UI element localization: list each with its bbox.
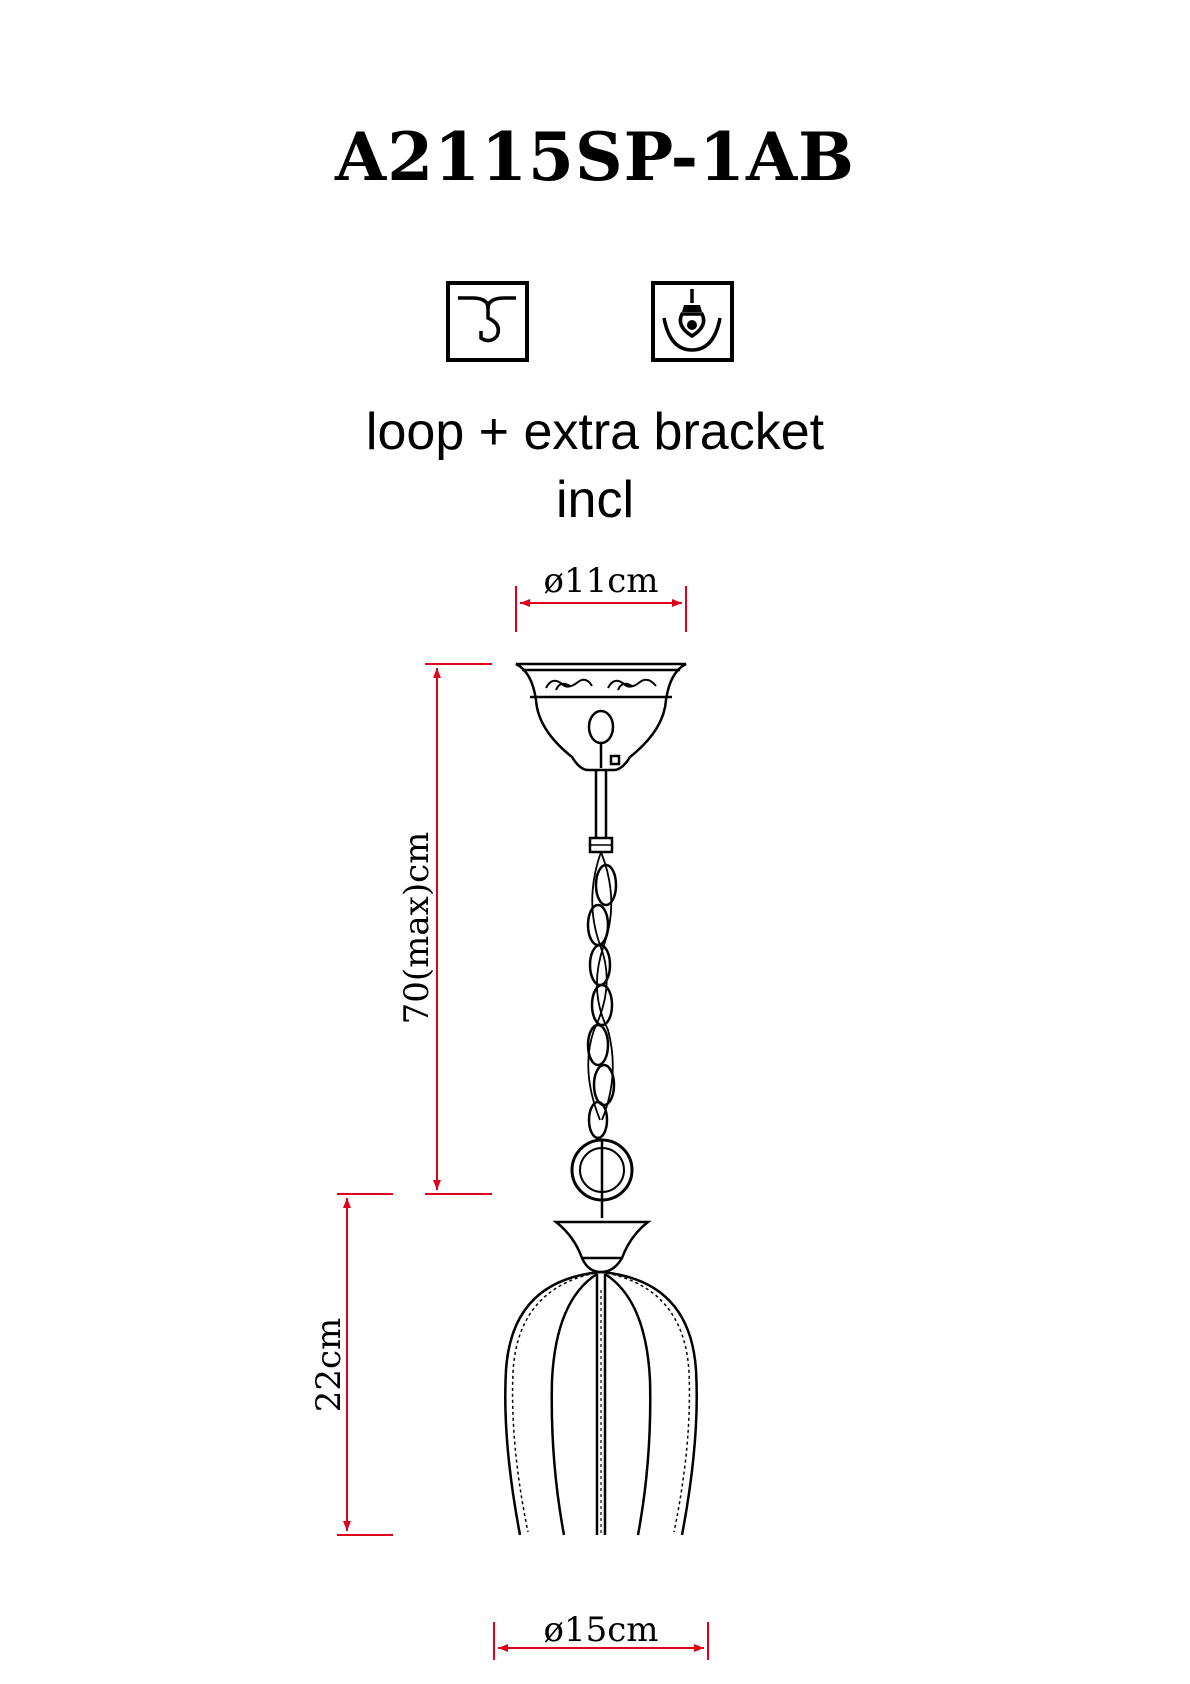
canopy-diameter-dimension: ø11cm <box>515 561 687 632</box>
ceiling-hook-icon <box>446 281 529 362</box>
shade-diameter-label: ø15cm <box>543 1610 658 1650</box>
suspension-chain <box>570 770 634 1218</box>
mounting-caption: loop + extra bracket incl <box>0 398 1190 534</box>
lamp-shade <box>504 1220 698 1536</box>
shade-height-label: 22cm <box>309 1318 349 1413</box>
suspension-length-label: 70(max)cm <box>397 832 437 1025</box>
bulb-socket-icon <box>651 281 734 362</box>
suspension-length-dimension: 70(max)cm <box>397 663 492 1195</box>
product-code-title: A2115SP-1AB <box>335 118 855 196</box>
shade-height-dimension: 22cm <box>309 1193 393 1536</box>
ceiling-canopy <box>515 662 687 772</box>
caption-line-2: incl <box>555 471 635 529</box>
shade-diameter-dimension: ø15cm <box>493 1610 709 1660</box>
caption-line-1: loop + extra bracket <box>365 403 825 461</box>
canopy-diameter-label: ø11cm <box>543 561 658 601</box>
